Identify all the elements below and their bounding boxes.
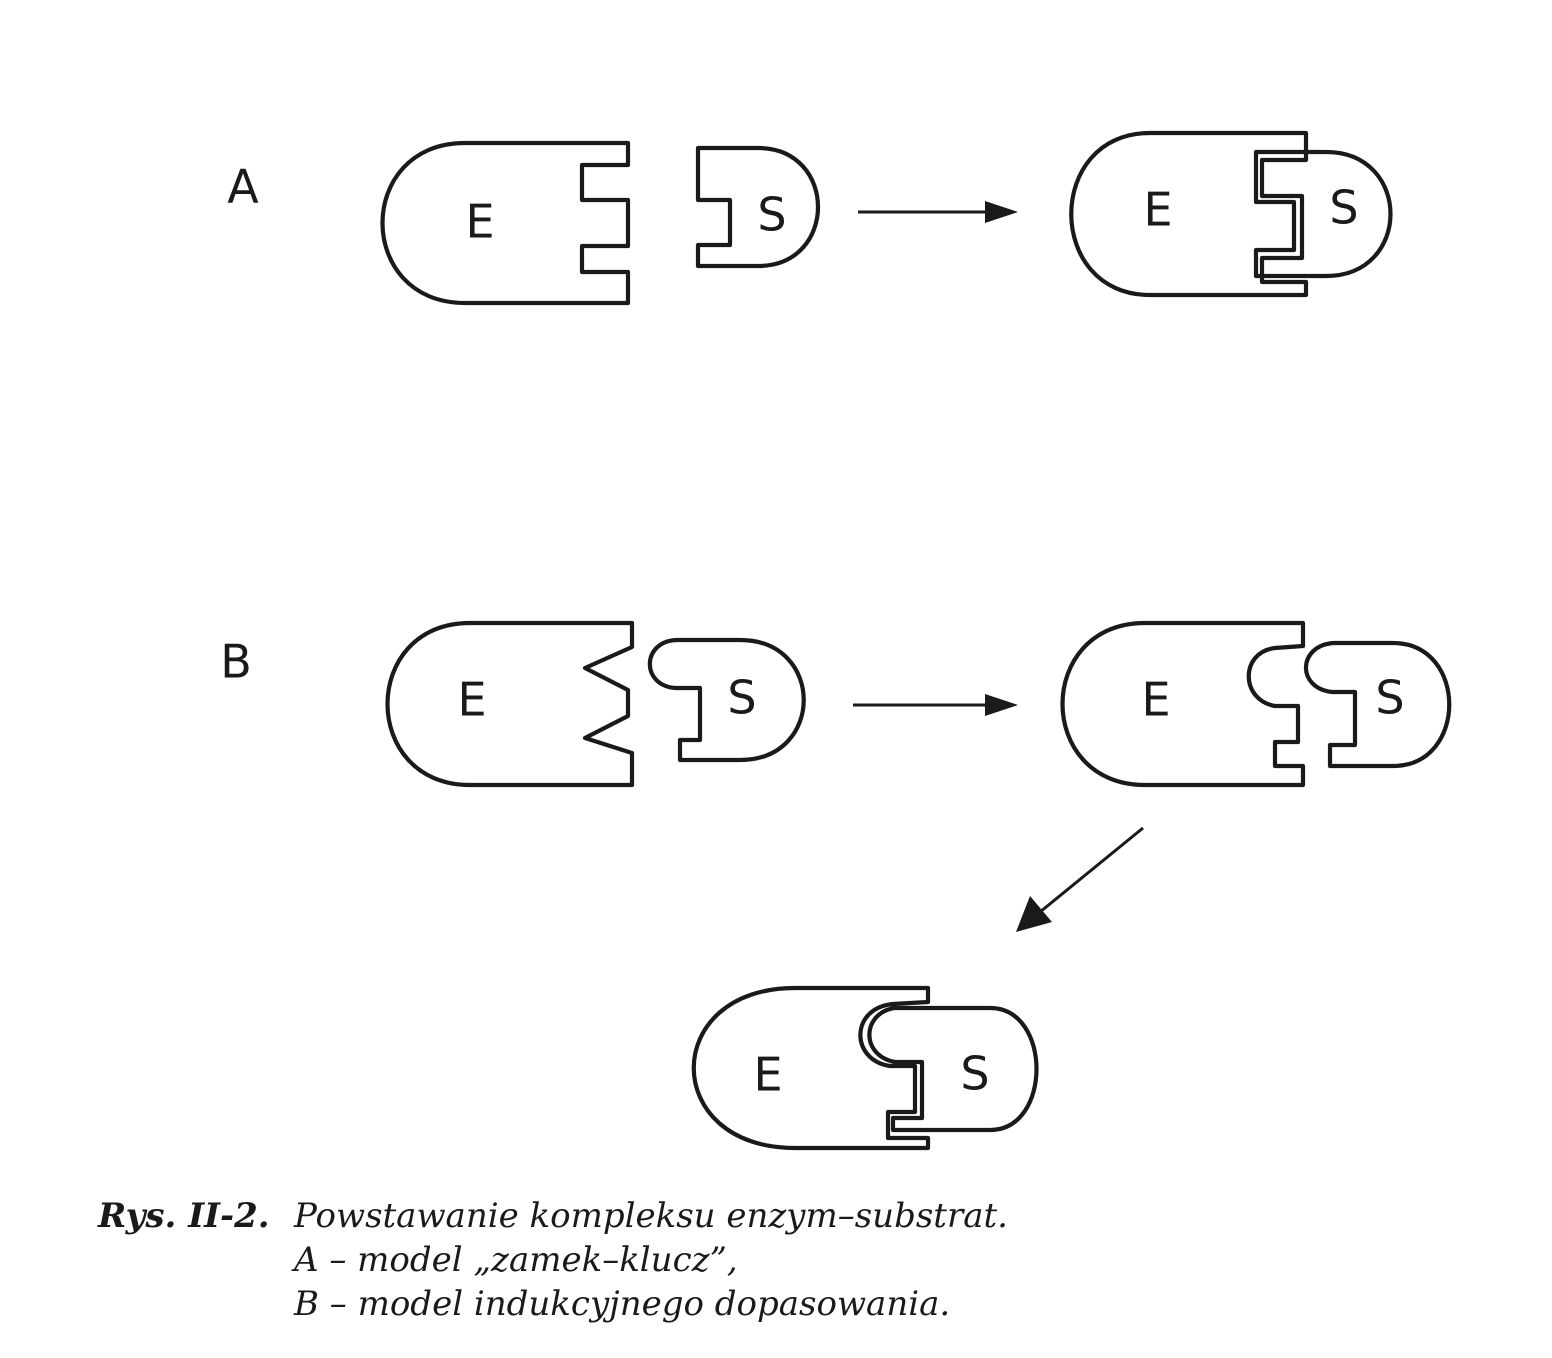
enzyme-flexible-outline (385, 620, 635, 788)
complex-substrate-label: S (1329, 181, 1358, 235)
substrate-label: S (727, 671, 756, 725)
enzyme-lock-outline (380, 140, 631, 306)
caption-line-b: B – model indukcyjnego dopasowania. (294, 1284, 951, 1324)
panel-a: A E S E S (227, 130, 1393, 306)
complex-substrate-label: S (960, 1047, 989, 1101)
caption-indent (98, 1282, 294, 1326)
panel-a-complex: E S (1069, 130, 1393, 298)
panel-a-substrate: S (695, 145, 820, 269)
caption-title: Powstawanie kompleksu enzym–substrat. (294, 1196, 1008, 1236)
caption-indent (98, 1238, 294, 1282)
intermediate-enzyme-label: E (1141, 673, 1170, 727)
panel-b-complex: E S (691, 985, 1039, 1151)
reaction-arrow-line (1039, 826, 1144, 914)
panel-b-label: B (220, 635, 252, 689)
figure-caption: Rys. II-2. Powstawanie kompleksu enzym–s… (98, 1194, 1008, 1326)
reaction-arrow-head (985, 201, 1018, 223)
intermediate-substrate-label: S (1375, 671, 1404, 725)
caption-line-b-row: B – model indukcyjnego dopasowania. (98, 1282, 1008, 1326)
substrate-label: S (757, 188, 786, 242)
enzyme-label: E (465, 195, 494, 249)
complex-enzyme-label: E (753, 1048, 782, 1102)
induced-fit-substrate-outline (867, 1005, 1039, 1133)
panel-b-intermediate: E S (1060, 620, 1452, 788)
reaction-arrow-head (1016, 896, 1052, 932)
caption-line-a-row: A – model „zamek–klucz”, (98, 1238, 1008, 1282)
caption-line-a: A – model „zamek–klucz”, (294, 1240, 738, 1280)
caption-label: Rys. II-2. (98, 1196, 270, 1236)
panel-a-arrow (858, 201, 1018, 223)
induced-fit-enzyme-outline (691, 985, 931, 1151)
approaching-substrate-outline (1303, 640, 1452, 769)
panel-b-arrow-2 (1016, 826, 1144, 932)
substrate-key-outline (695, 145, 820, 269)
panel-b-substrate: S (647, 637, 806, 763)
complex-enzyme-outline (1069, 130, 1309, 298)
complex-substrate-outline (1253, 149, 1393, 279)
caption-title-row: Rys. II-2. Powstawanie kompleksu enzym–s… (98, 1194, 1008, 1238)
enzyme-label: E (457, 673, 486, 727)
complex-enzyme-label: E (1143, 183, 1172, 237)
panel-a-enzyme: E (380, 140, 631, 306)
panel-a-label: A (227, 160, 259, 214)
adapting-enzyme-outline (1060, 620, 1306, 788)
substrate-outline (647, 637, 806, 763)
panel-b: B E S E S (220, 620, 1452, 1151)
panel-b-arrow-1 (853, 694, 1018, 716)
panel-b-enzyme: E (385, 620, 635, 788)
reaction-arrow-head (985, 694, 1018, 716)
